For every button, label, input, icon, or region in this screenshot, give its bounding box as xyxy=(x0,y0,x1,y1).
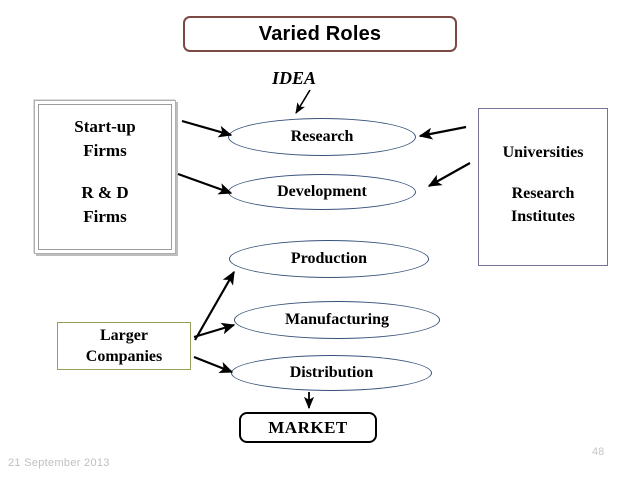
arrow-universities-to-development xyxy=(427,162,471,187)
arrow-rd-to-development xyxy=(177,172,233,195)
arrow-larger-to-distribution xyxy=(193,355,234,374)
universities-box: Universities Research Institutes xyxy=(478,108,608,266)
startup-firms-line-1: Start-up xyxy=(74,117,136,136)
node-development: Development xyxy=(228,174,416,210)
idea-label: IDEA xyxy=(272,68,317,88)
footer-page-number: 48 xyxy=(592,446,605,458)
footer-date: 21 September 2013 xyxy=(8,457,110,469)
node-production-label: Production xyxy=(290,250,368,267)
node-production: Production xyxy=(229,240,429,278)
market-box: MARKET xyxy=(239,412,377,443)
node-manufacturing-label: Manufacturing xyxy=(285,311,389,328)
page-title: Varied Roles xyxy=(258,22,382,45)
startup-firms-box-inner: Start-up Firms R & D Firms xyxy=(38,104,172,250)
research-institutes-line-1: Research xyxy=(511,185,575,202)
arrow-larger-to-production xyxy=(194,270,235,341)
node-research: Research xyxy=(228,118,416,156)
arrow-idea-to-research xyxy=(295,89,311,114)
startup-firms-box: Start-up Firms R & D Firms xyxy=(34,100,176,254)
market-label: MARKET xyxy=(268,417,348,437)
node-research-label: Research xyxy=(290,128,354,145)
node-manufacturing: Manufacturing xyxy=(234,301,440,339)
node-distribution: Distribution xyxy=(231,355,432,391)
node-distribution-label: Distribution xyxy=(289,364,374,381)
rd-firms-line-1: R & D xyxy=(81,183,129,202)
startup-firms-line-2: Firms xyxy=(83,141,127,160)
arrow-startup-to-research xyxy=(181,119,233,138)
universities-line-1: Universities xyxy=(502,144,584,161)
arrow-universities-to-research xyxy=(418,125,467,140)
larger-companies-line-2: Companies xyxy=(85,348,163,365)
larger-companies-line-1: Larger xyxy=(100,327,148,344)
slide-title-box: Varied Roles xyxy=(183,16,457,52)
larger-companies-box: Larger Companies xyxy=(57,322,191,370)
arrow-larger-to-manufacturing xyxy=(193,322,236,339)
rd-firms-line-2: Firms xyxy=(83,207,127,226)
research-institutes-line-2: Institutes xyxy=(510,208,575,225)
node-development-label: Development xyxy=(277,183,367,200)
